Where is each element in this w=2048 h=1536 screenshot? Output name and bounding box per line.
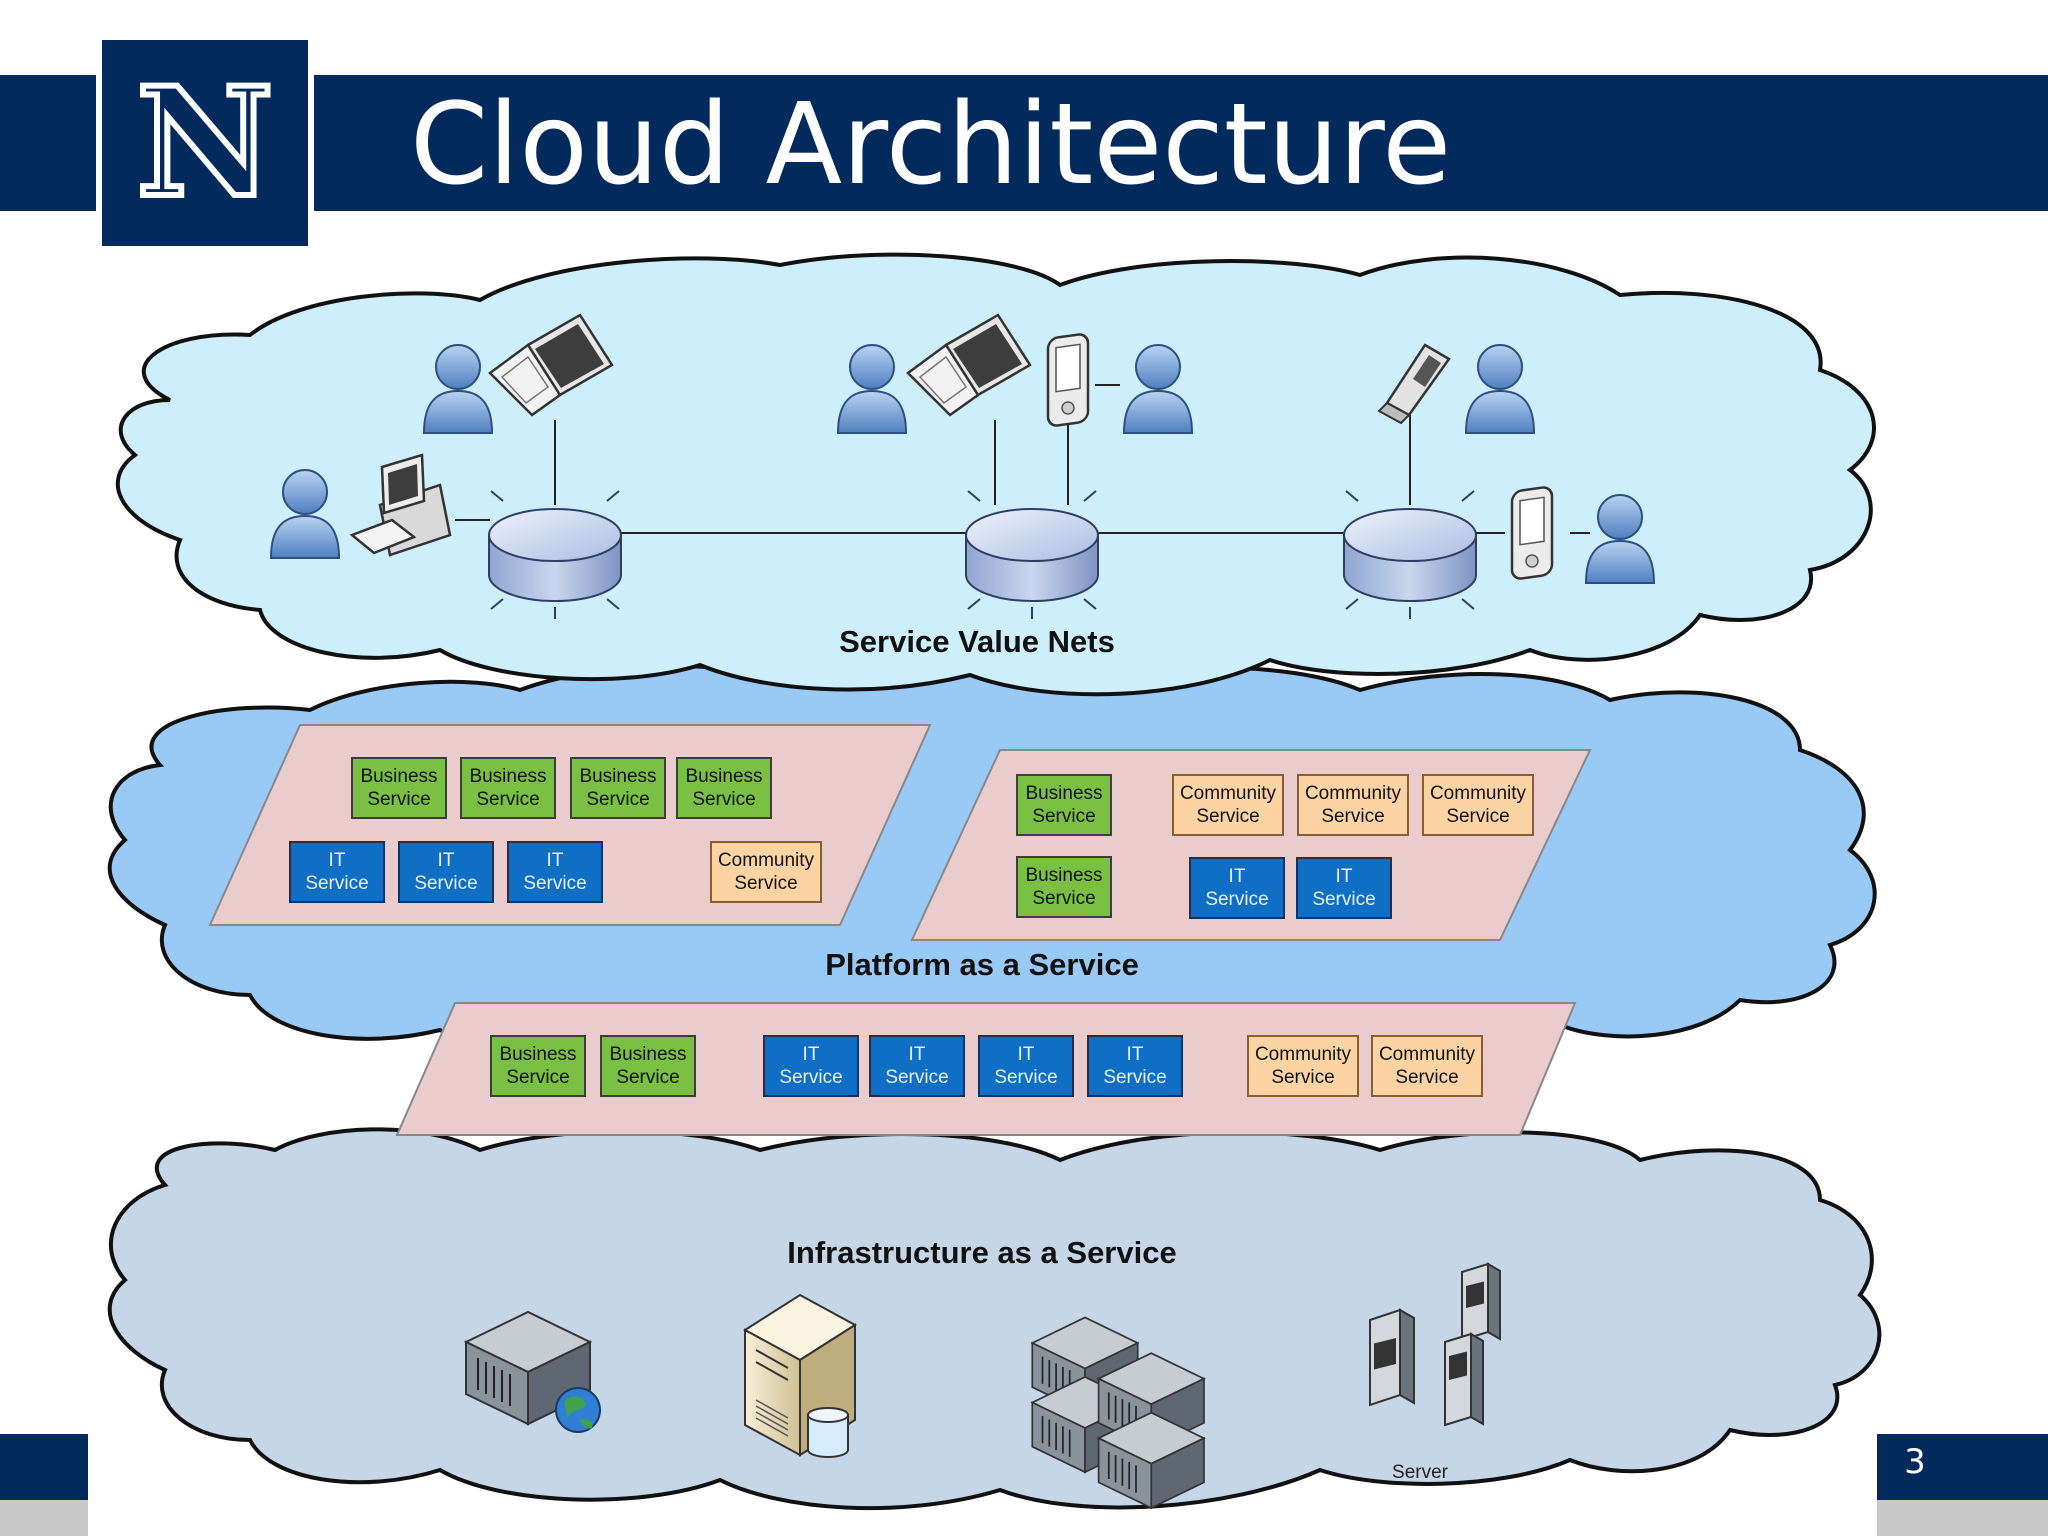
page-number: 3 [1904,1442,1926,1482]
svg-text:Service: Service [734,873,797,894]
service-value-nets-label: Service Value Nets [839,624,1115,659]
svg-text:IT: IT [803,1044,820,1065]
svg-text:Service: Service [506,1067,569,1088]
svg-text:Business: Business [579,766,656,787]
university-logo: N [96,34,314,252]
infrastructure-label: Infrastructure as a Service [787,1235,1176,1270]
svg-text:Business: Business [1025,783,1102,804]
it-service-box: IT Service [1087,1035,1183,1097]
svg-text:Service: Service [305,873,368,894]
svg-text:IT: IT [1336,866,1353,887]
it-service-box: IT Service [1189,857,1285,919]
community-service-box: Community Service [1422,774,1534,836]
svg-text:Service: Service [476,789,539,810]
it-service-box: IT Service [763,1035,859,1097]
svg-text:Community: Community [1430,783,1527,804]
tower-server-icon [1369,1262,1501,1427]
server-rack-globe-icon [465,1311,601,1433]
logo-n-icon: N [133,52,276,234]
network-links [455,384,1590,534]
svg-text:Service: Service [885,1067,948,1088]
svg-text:Community: Community [1255,1044,1352,1065]
business-service-box: Business Service [490,1035,586,1097]
svg-text:Service: Service [994,1067,1057,1088]
community-service-box: Community Service [710,841,822,903]
title-band [0,75,2048,211]
svg-text:IT: IT [1229,866,1246,887]
business-service-box: Business Service [460,757,556,819]
svg-text:IT: IT [547,850,564,871]
svg-text:Business: Business [499,1044,576,1065]
svg-text:IT: IT [329,850,346,871]
svg-text:IT: IT [1018,1044,1035,1065]
business-service-box: Business Service [1016,856,1112,918]
infrastructure-cloud [107,1127,1882,1511]
svg-text:Service: Service [1312,889,1375,910]
business-service-box: Business Service [600,1035,696,1097]
footer-right-grey-strip [1877,1500,2048,1536]
svg-text:Business: Business [1025,865,1102,886]
svg-text:Service: Service [1032,806,1095,827]
business-service-box: Business Service [570,757,666,819]
svg-text:Service: Service [616,1067,679,1088]
svg-text:Service: Service [1032,888,1095,909]
business-service-box: Business Service [676,757,772,819]
slide-title: Cloud Architecture [410,80,1452,210]
svg-text:Service: Service [1205,889,1268,910]
svg-text:Community: Community [1379,1044,1476,1065]
it-service-box: IT Service [398,841,494,903]
community-service-box: Community Service [1172,774,1284,836]
svg-text:Service: Service [1196,806,1259,827]
community-service-box: Community Service [1297,774,1409,836]
community-service-box: Community Service [1371,1035,1483,1097]
svg-text:Business: Business [469,766,546,787]
svg-text:Service: Service [586,789,649,810]
svg-text:Service: Service [414,873,477,894]
business-service-box: Business Service [351,757,447,819]
it-service-box: IT Service [507,841,603,903]
svg-text:Community: Community [1305,783,1402,804]
svg-text:IT: IT [1127,1044,1144,1065]
svg-text:Community: Community [1180,783,1277,804]
footer-left-grey-strip [0,1500,88,1536]
svg-text:Service: Service [367,789,430,810]
it-service-box: IT Service [1296,857,1392,919]
svg-text:Service: Service [779,1067,842,1088]
it-service-box: IT Service [869,1035,965,1097]
svg-text:Service: Service [692,789,755,810]
svg-text:Service: Service [1103,1067,1166,1088]
it-service-box: IT Service [289,841,385,903]
svg-text:Business: Business [685,766,762,787]
svg-text:Community: Community [718,850,815,871]
svg-text:IT: IT [909,1044,926,1065]
svg-text:Service: Service [1446,806,1509,827]
svg-text:IT: IT [438,850,455,871]
svg-text:Service: Service [1321,806,1384,827]
platform-label: Platform as a Service [825,947,1139,982]
svg-text:Service: Service [1271,1067,1334,1088]
database-server-icon [743,1293,857,1458]
svg-text:Business: Business [360,766,437,787]
svg-text:Service: Service [1395,1067,1458,1088]
server-caption: Server [1392,1462,1449,1483]
community-service-box: Community Service [1247,1035,1359,1097]
svg-text:Business: Business [609,1044,686,1065]
it-service-box: IT Service [978,1035,1074,1097]
business-service-box: Business Service [1016,774,1112,836]
svg-text:Service: Service [523,873,586,894]
